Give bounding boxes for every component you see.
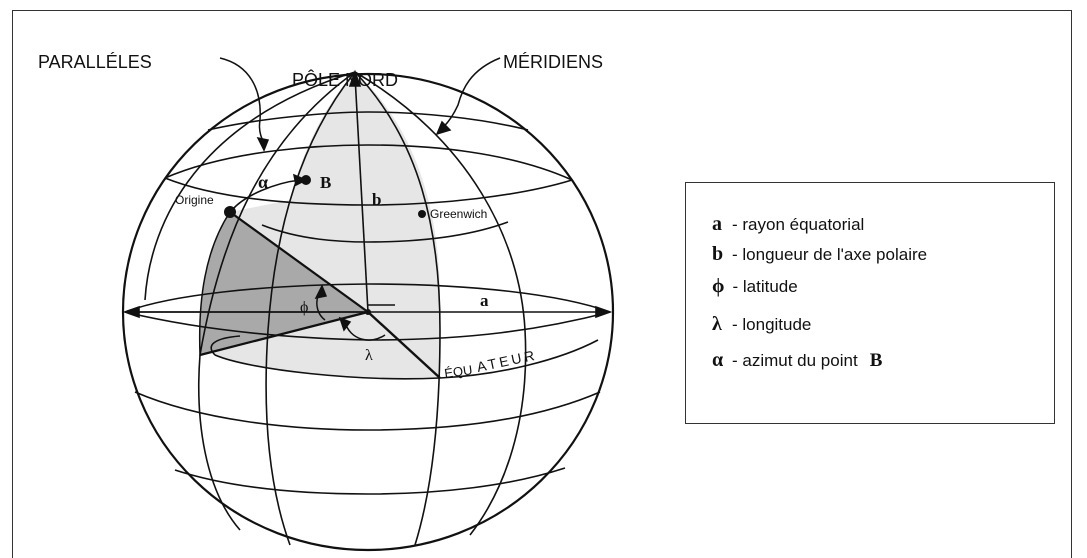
parallel-5 — [174, 467, 566, 495]
meridiens-label: MÉRIDIENS — [503, 52, 603, 72]
origine-label: Origine — [175, 193, 214, 207]
origin-point — [224, 206, 236, 218]
paralleles-callout — [219, 57, 267, 147]
alpha-arc — [231, 179, 301, 211]
equatorial-axis-arrow — [595, 305, 613, 319]
legend-suffix: B — [869, 350, 883, 371]
meridian-radius — [367, 311, 441, 379]
figure-frame — [12, 10, 1072, 558]
legend-symbol: a — [712, 213, 722, 235]
parallel-2 — [164, 144, 573, 181]
lambda-arc-arrow — [338, 316, 352, 332]
meridian-2 — [265, 71, 356, 546]
parallel-2b — [164, 177, 573, 206]
legend-symbol: λ — [712, 313, 722, 335]
polar-axis — [354, 75, 369, 313]
legend-item-a: a - rayon équatorial — [712, 213, 864, 236]
parallel-4 — [134, 391, 601, 431]
legend-text: - rayon équatorial — [732, 215, 865, 234]
axis-a-label: a — [480, 291, 489, 310]
equator-sector-shade — [211, 312, 440, 379]
legend-symbol: b — [712, 243, 724, 265]
equateur-label-2: ATEUR — [475, 347, 538, 375]
meridian-4 — [354, 71, 527, 536]
alpha-label: α — [258, 172, 268, 192]
equatorial-axis-left-arrow — [122, 305, 140, 319]
greenwich-point — [418, 210, 426, 218]
meridian-1 — [198, 71, 356, 531]
meridians — [144, 71, 527, 546]
alpha-arc-arrow — [292, 173, 308, 187]
legend-item-phi: ϕ - latitude — [712, 275, 798, 298]
meridian-3 — [354, 71, 441, 546]
callouts — [219, 57, 501, 152]
legend-item-alpha: α - azimut du point B — [712, 349, 882, 372]
legend-item-b: b - longueur de l'axe polaire — [712, 243, 927, 266]
meridian-0 — [144, 71, 356, 301]
equator-lower — [214, 339, 599, 380]
point-b — [301, 175, 311, 185]
legend-symbol: α — [712, 349, 724, 371]
origin-radius — [229, 211, 369, 313]
equateur-label-1: ÉQU — [443, 362, 473, 381]
legend-text: - longitude — [732, 315, 812, 334]
greenwich-label: Greenwich — [430, 207, 487, 221]
legend-box: a - rayon équatorial b - longueur de l'a… — [685, 182, 1055, 424]
center-point — [365, 309, 371, 315]
legend-symbol: ϕ — [712, 275, 725, 297]
paralleles-label: PARALLÉLES — [38, 52, 152, 72]
lambda-label: λ — [365, 347, 373, 364]
meridian-sector-shade-2 — [230, 72, 368, 312]
polar-axis-arrow — [348, 69, 362, 87]
point-b-label: B — [320, 173, 331, 192]
equator-back — [124, 283, 611, 313]
paralleles-callout-arrow — [256, 136, 270, 152]
legend-text: - latitude — [732, 277, 798, 296]
phi-arc-arrow — [314, 284, 328, 300]
angle-arcs — [231, 173, 386, 341]
legend-text: - longueur de l'axe polaire — [732, 245, 928, 264]
axis-b-label: b — [372, 190, 381, 209]
phi-label: ϕ — [300, 299, 308, 316]
meridiens-callout-arrow — [435, 120, 452, 136]
parallel-3 — [261, 221, 509, 243]
pole-nord-label: PÔLE NORD — [292, 69, 398, 90]
meridian-sector-shade — [355, 72, 440, 378]
legend-text: - azimut du point — [732, 351, 858, 370]
legend-item-lambda: λ - longitude — [712, 313, 811, 336]
